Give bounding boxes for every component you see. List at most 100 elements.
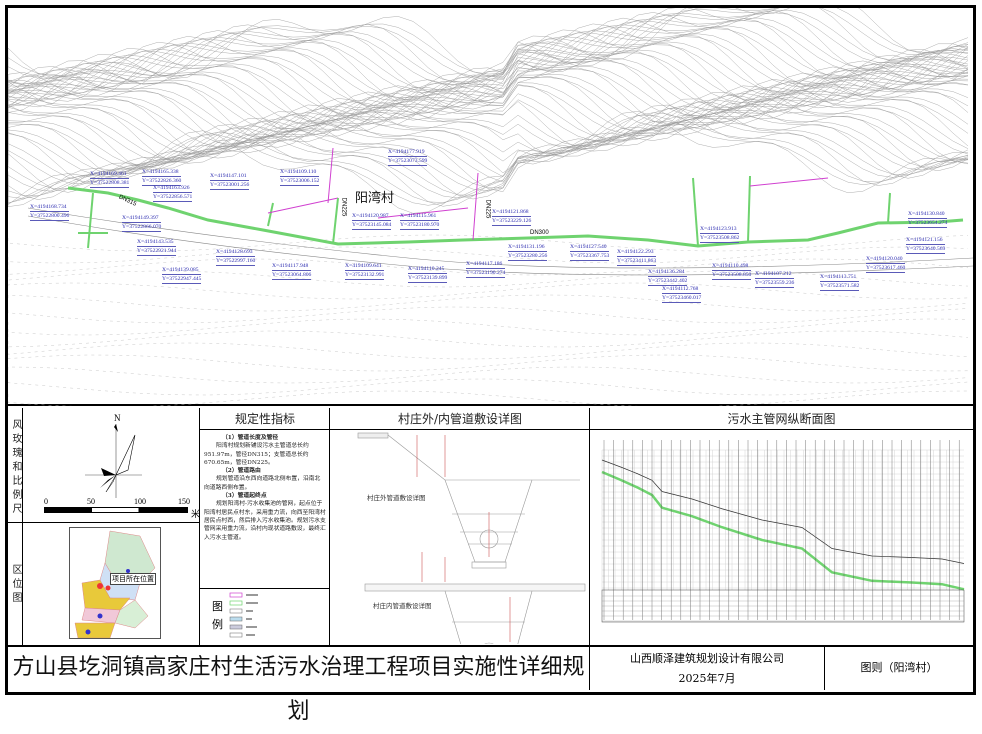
coordinate-y: Y=37523617.460 [866, 265, 906, 273]
terrain-line [7, 390, 969, 408]
compass-label: 风玫瑰和比例尺 [10, 419, 21, 517]
branch-pipe [327, 147, 334, 204]
coordinate-y: Y=37523139.899 [408, 275, 448, 283]
spec-paragraph: 规划管道沿东西向道路北侧布置，沿南北向道路西侧布置。 [204, 476, 321, 491]
contour-line [7, 36, 969, 114]
terrain-line [7, 294, 969, 312]
outer-trench-label: 村庄外管道敷设详图 [367, 494, 426, 502]
coordinate-y: Y=37522800.496 [30, 213, 70, 221]
coordinate-x: X=4194128.693 [216, 248, 256, 257]
coordinate-y: Y=37523367.753 [570, 253, 610, 261]
coordinate-y: Y=37523442.402 [648, 278, 688, 286]
contour-line [7, 23, 969, 109]
coordinate-x: X=4194130.840 [908, 210, 948, 219]
contour-line [7, 104, 969, 207]
contour-line [7, 44, 969, 125]
coordinate-x: X=4194163.926 [153, 184, 193, 193]
coordinate-x: X=4194121.868 [492, 208, 532, 217]
spec-heading: （2）管道路由 [222, 468, 261, 475]
branch-pipe [377, 207, 469, 219]
contour-line [7, 60, 969, 155]
scale-unit: 米 [191, 509, 201, 519]
coordinate-y: Y=37523508.850 [712, 272, 752, 280]
label-column [8, 408, 23, 646]
company-block: 山西顺泽建筑规划设计有限公司 2025年7月 [590, 646, 825, 690]
inner-trench-label: 村庄内管道敷设详图 [373, 602, 432, 610]
divider [8, 522, 200, 523]
terrain-line [7, 366, 969, 384]
pipe-size-label: DN225 [340, 197, 347, 217]
road-line [27, 207, 974, 269]
contour-line [7, 88, 969, 177]
location-map: 项目所在位置 [69, 527, 161, 639]
coordinate-x: X=4194139.085 [162, 266, 202, 275]
coordinate-x: X=4194127.540 [570, 243, 610, 252]
legend-swatches [229, 592, 258, 638]
wind-rose-icon: N [85, 413, 142, 498]
branch-pipe [692, 177, 699, 247]
coordinate-y: Y=37523006.152 [280, 178, 320, 186]
terrain-line [7, 234, 969, 252]
pipe-size-label: DN300 [530, 230, 549, 236]
contour-line [7, 115, 969, 206]
spec-paragraph: 规划阳湾村-污水收集池的管网，起点位于阳湾村居民点村东，采用重力流，向西至阳湾村… [204, 501, 326, 541]
terrain-line [7, 270, 969, 288]
coordinate-y: Y=37523190.274 [466, 270, 506, 278]
coordinate-x: X=4194147.101 [210, 172, 250, 181]
coordinate-x: X=4194131.196 [508, 243, 548, 252]
terrain-line [7, 246, 969, 264]
coordinate-x: X=4194115.961 [400, 212, 440, 221]
contour-line [7, 26, 969, 101]
contour-line [7, 62, 969, 145]
contour-line [7, 35, 969, 125]
detail-panel [330, 408, 590, 646]
coordinate-x: X=4194122.293 [617, 248, 657, 257]
terrain-line [7, 318, 969, 336]
site-plan-map: 阳湾村 DN315 DN225 DN225 DN300 X=4194169.46… [7, 0, 974, 408]
coordinate-y: Y=37522808.381 [90, 180, 130, 188]
figure-name: 图则（阳湾村） [860, 661, 938, 674]
coordinate-x: X=4194112.768 [662, 285, 702, 294]
contour-line [7, 49, 969, 130]
terrain-line [7, 330, 969, 348]
terrain-line [7, 378, 969, 396]
scale-tick: 100 [134, 497, 146, 506]
coordinate-y: Y=37523064.806 [272, 272, 312, 280]
scale-tick: 0 [44, 497, 48, 506]
coordinate-x: X=4194143.535 [137, 238, 177, 247]
project-location-marker: 项目所在位置 [110, 573, 156, 585]
main-sewer-pipe [67, 186, 964, 248]
contour-line [7, 86, 969, 175]
contour-line [7, 95, 969, 185]
coordinate-x: X=4194169.461 [90, 170, 130, 179]
contour-line [7, 9, 969, 85]
coordinate-x: X=4194117.186 [466, 260, 506, 269]
ground-profile-line [601, 459, 965, 564]
scale-bar [44, 507, 188, 513]
coordinate-y: Y=37523280.256 [508, 253, 548, 261]
contour-line [7, 30, 969, 106]
coordinate-x: X=4194165.338 [142, 168, 182, 177]
contour-line [7, 70, 969, 155]
coordinate-y: Y=37523229.126 [492, 218, 532, 226]
coordinate-x: X=4194107.212 [755, 270, 795, 279]
coordinate-x: X=4194113.751 [820, 273, 860, 282]
contour-line [7, 66, 969, 163]
spec-text: （1）管道长度及管径 阳湾村规划新铺设污水主管道总长约951.97m，管径DN3… [204, 434, 326, 542]
village-label: 阳湾村 [355, 191, 395, 206]
scale-tick: 50 [87, 497, 95, 506]
contour-line [7, 51, 969, 133]
